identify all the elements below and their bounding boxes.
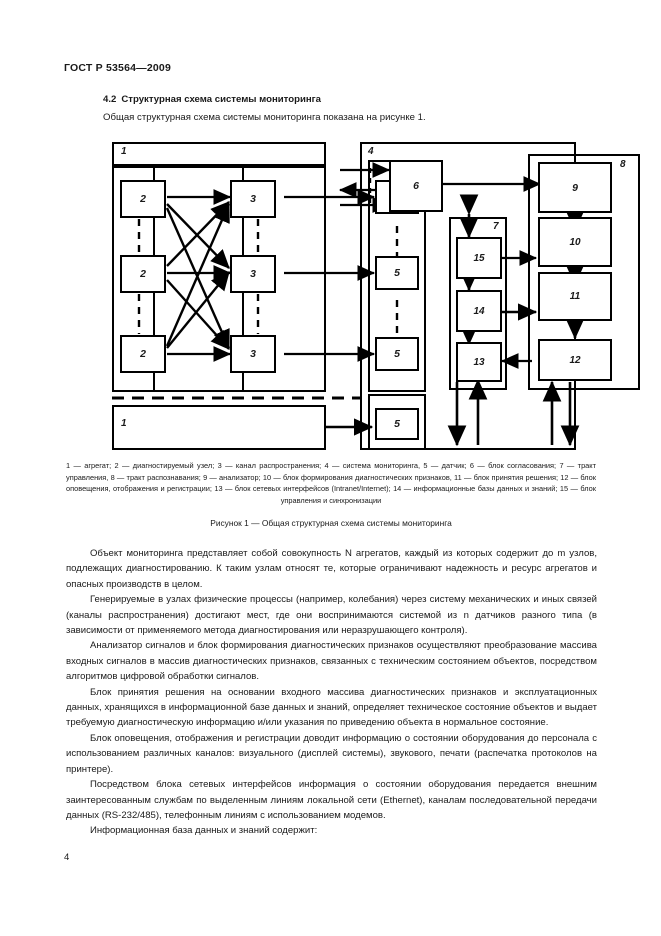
frame-aggregate-2 xyxy=(112,405,326,450)
paragraph-4: Блок принятия решения на основании входн… xyxy=(66,686,597,729)
block-channel-2[interactable]: 3 xyxy=(230,255,276,293)
frame-recognition-path xyxy=(528,154,640,390)
section-title-text: Структурная схема системы мониторинга xyxy=(121,94,321,105)
block-sensor-4[interactable]: 5 xyxy=(375,408,419,440)
figure-legend: 1 — агрегат; 2 — диагностируемый узел; 3… xyxy=(66,461,596,505)
document-header: ГОСТ Р 53564—2009 xyxy=(64,62,172,74)
frame-aggregate-1 xyxy=(112,142,326,166)
block-node-2[interactable]: 2 xyxy=(120,255,166,293)
page-number: 4 xyxy=(64,852,70,863)
paragraph-2: Генерируемые в узлах физические процессы… xyxy=(66,594,597,637)
diagram-wires-overlay xyxy=(112,142,576,450)
block-channel-3[interactable]: 3 xyxy=(230,335,276,373)
block-notification[interactable]: 12 xyxy=(538,339,612,381)
section-number: 4.2 xyxy=(103,94,117,105)
frame-aggregate-1-body xyxy=(112,166,326,392)
block-node-3[interactable]: 2 xyxy=(120,335,166,373)
block-analyzer[interactable]: 9 xyxy=(538,162,612,213)
paragraph-3: Анализатор сигналов и блок формирования … xyxy=(66,640,597,683)
paragraph-5: Блок оповещения, отображения и регистрац… xyxy=(66,732,597,775)
block-node-1[interactable]: 2 xyxy=(120,180,166,218)
block-matching[interactable]: 6 xyxy=(389,160,443,212)
figure-1-block-diagram: 1 1 4 7 8 xyxy=(112,142,640,450)
paragraph-6: Посредством блока сетевых интерфейсов ин… xyxy=(66,779,597,821)
block-sensor-2[interactable]: 5 xyxy=(375,256,419,290)
paragraph-1: Объект мониторинга представляет собой со… xyxy=(66,548,597,590)
section-lead-paragraph: Общая структурная схема системы монитори… xyxy=(103,112,426,123)
body-text: Объект мониторинга представляет собой со… xyxy=(66,546,597,839)
frame-monitoring-system-label: 4 xyxy=(368,146,374,157)
paragraph-7: Информационная база данных и знаний соде… xyxy=(90,825,318,837)
frame-control-path-label: 7 xyxy=(493,221,499,232)
figure-caption: Рисунок 1 — Общая структурная схема сист… xyxy=(210,518,452,528)
block-sensor-3[interactable]: 5 xyxy=(375,337,419,371)
section-title: 4.2 Структурная схема системы мониторинга xyxy=(103,94,321,105)
block-control-sync[interactable]: 15 xyxy=(456,237,502,279)
frame-aggregate-1-label: 1 xyxy=(121,146,127,157)
frame-aggregate-2-label: 1 xyxy=(121,418,127,429)
frame-recognition-path-label-top: 8 xyxy=(620,159,626,170)
